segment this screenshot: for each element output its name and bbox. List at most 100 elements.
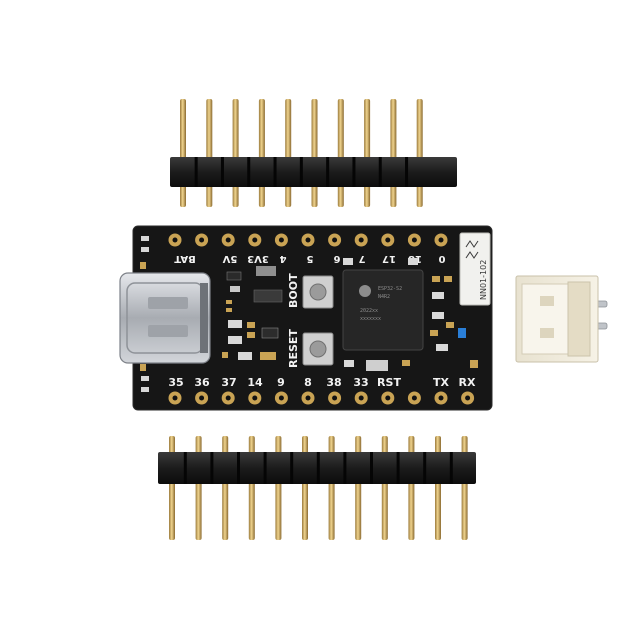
header-pin	[381, 436, 388, 540]
header-pin	[232, 99, 239, 207]
header-separator	[316, 452, 320, 484]
header-pin	[328, 436, 335, 540]
header-pin	[275, 436, 282, 540]
pin-label-bottom: 8	[304, 376, 312, 389]
pad-hole	[278, 395, 284, 401]
pad-hole	[252, 395, 258, 401]
top-header-plastic	[170, 157, 457, 187]
bottom-header-separators	[183, 452, 453, 484]
reset-label: RESET	[287, 329, 300, 368]
pad-hole	[411, 395, 417, 401]
chip-line-3: 2022xx	[360, 308, 378, 314]
pad-hole	[305, 237, 311, 243]
pin-label-top: 0	[438, 253, 445, 264]
bottom-pin-header	[158, 436, 476, 540]
header-separator	[423, 452, 427, 484]
pad-hole	[332, 237, 338, 243]
pad-hole	[465, 395, 471, 401]
pad-hole	[278, 237, 284, 243]
header-pin	[206, 99, 213, 207]
pin-label-bottom: TX	[433, 376, 450, 389]
header-pin	[222, 436, 229, 540]
header-pin	[390, 99, 397, 207]
header-pin	[416, 99, 423, 207]
left-smd-pads	[140, 236, 149, 392]
header-separator	[299, 157, 303, 187]
pin-label-bottom: 33	[353, 376, 368, 389]
header-pin	[169, 436, 175, 540]
header-separator	[370, 452, 373, 484]
header-separator	[290, 452, 294, 484]
pin-label-bottom: RX	[459, 376, 476, 389]
header-separator	[210, 452, 214, 484]
boot-label: BOOT	[287, 273, 300, 308]
pad-hole	[385, 395, 391, 401]
pad-hole	[225, 237, 231, 243]
header-pin	[408, 436, 415, 540]
pad-hole	[332, 395, 338, 401]
pad-hole	[172, 395, 178, 401]
header-pin	[285, 99, 292, 207]
pin-label-bottom: 35	[168, 376, 183, 389]
esp32-chip: ESP32-S2 N4R2 2022xx xxxxxxx	[342, 269, 424, 351]
header-separator	[352, 157, 356, 187]
header-pin	[461, 436, 468, 540]
pin-label-bottom: 14	[247, 376, 263, 389]
chip-line-2: N4R2	[378, 294, 390, 300]
bottom-pad-row	[168, 391, 475, 405]
chip-line-4: xxxxxxx	[360, 316, 381, 322]
usb-c-connector	[119, 272, 211, 364]
pin-label-top: 17	[382, 253, 396, 264]
pin-label-top: 7	[358, 253, 365, 264]
pad-hole	[305, 395, 311, 401]
pad-hole	[358, 237, 364, 243]
header-pin	[435, 436, 441, 540]
pin-label-top: BAT	[174, 253, 196, 264]
top-pin-header	[170, 99, 457, 207]
header-separator	[378, 157, 382, 187]
pin-label-bottom: 37	[221, 376, 236, 389]
smd-components-left	[222, 266, 283, 360]
header-separator	[396, 452, 400, 484]
pin-label-top: 4	[279, 253, 286, 264]
header-separator	[220, 157, 224, 187]
bottom-header-pins	[169, 436, 468, 540]
jst-connector	[515, 275, 608, 363]
top-header-pins	[180, 99, 423, 207]
header-separator	[273, 157, 277, 187]
top-pad-row	[168, 233, 448, 247]
boot-button[interactable]	[302, 275, 334, 309]
pin-label-bottom: 36	[194, 376, 210, 389]
smd-components-right	[343, 258, 478, 371]
header-pin	[248, 436, 255, 540]
header-separator	[326, 157, 330, 187]
header-pin	[355, 436, 362, 540]
header-separator	[183, 452, 187, 484]
pin-label-top: 5	[306, 253, 313, 264]
pin-label-top: 3V3	[247, 253, 269, 264]
header-pin	[180, 99, 186, 207]
chip-line-1: ESP32-S2	[378, 286, 402, 292]
pin-label-bottom: 9	[277, 376, 285, 389]
header-pin	[337, 99, 344, 207]
pad-hole	[385, 237, 391, 243]
header-separator	[194, 157, 198, 187]
header-separator	[343, 452, 347, 484]
pad-hole	[172, 237, 178, 243]
top-header-separators	[194, 157, 409, 187]
pad-hole	[411, 237, 417, 243]
header-pin	[311, 99, 318, 207]
header-separator	[237, 452, 240, 484]
pin-label-top: 6	[333, 253, 340, 264]
pad-hole	[225, 395, 231, 401]
pin-label-bottom: 38	[326, 376, 341, 389]
header-pin	[195, 436, 202, 540]
header-separator	[247, 157, 251, 187]
reset-button[interactable]	[302, 332, 334, 366]
pad-hole	[438, 237, 444, 243]
pad-hole	[358, 395, 364, 401]
pad-hole	[438, 395, 444, 401]
header-separator	[405, 157, 409, 187]
